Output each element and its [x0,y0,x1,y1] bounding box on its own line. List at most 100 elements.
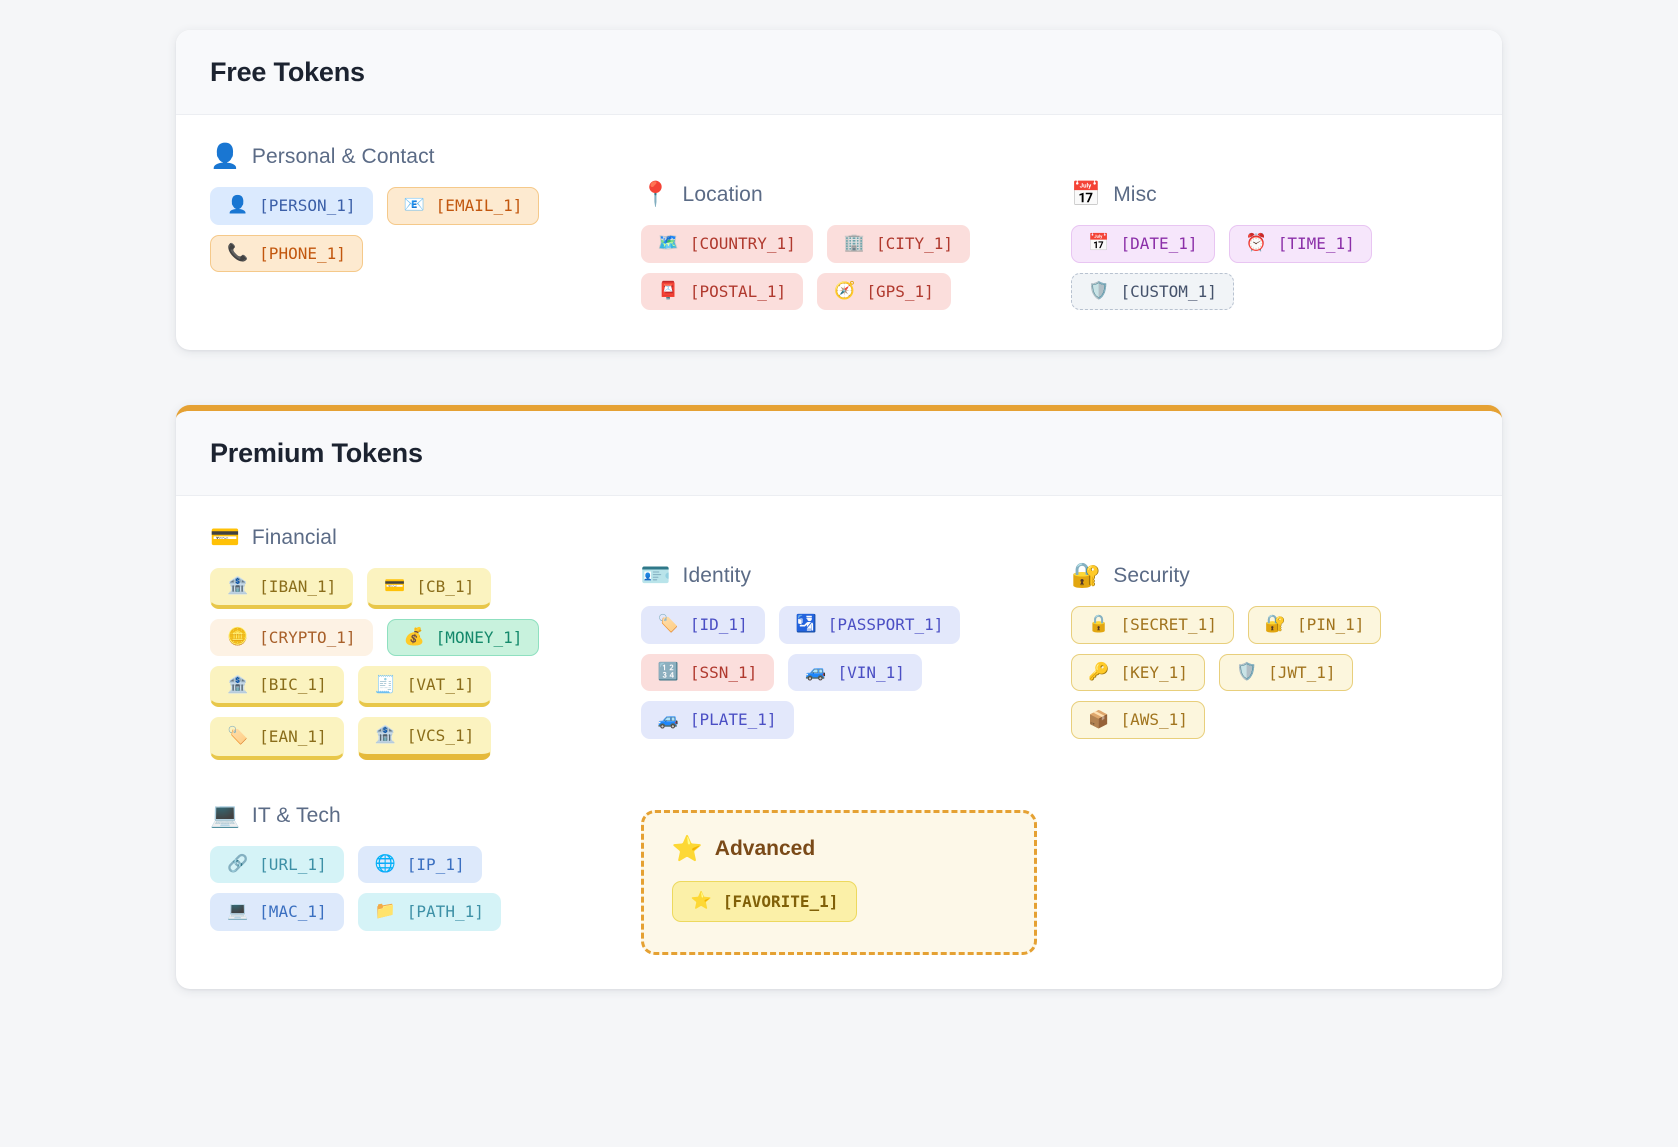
token-pill[interactable]: 🏢[CITY_1] [826,225,971,263]
token-group-label: Identity [682,564,752,588]
advanced-title: Advanced [714,837,816,861]
token-label: [URL_1] [259,854,327,874]
token-pill[interactable]: 🔒[SECRET_1] [1071,606,1234,644]
token-list: 🗺️[COUNTRY_1] 🏢[CITY_1] 📮 [POSTAL_1] 🧭[GPS_1… [640,225,1038,311]
token-pill[interactable]: 🏦[BIC_1] [210,666,344,707]
token-pill[interactable]: 🧭[GPS_1] [817,272,951,311]
token-pill[interactable]: 💰[MONEY_1] [386,618,540,657]
token-label: [KEY_1] [1120,662,1188,682]
key-icon: 🔑 [1088,662,1110,683]
token-label: [PLATE_1] [689,710,777,730]
token-group-label: Location [682,183,763,206]
token-group-header: 👤Personal & Contact [210,145,607,169]
token-pill[interactable]: 🏷️[EAN_1] [210,716,344,760]
laptop-icon: 💻 [210,801,240,829]
token-pill[interactable]: 🛡️[JWT_1] [1218,653,1353,692]
id-card-icon: 🪪 [640,562,671,590]
token-reference-page: Free Tokens 👤Personal & Contact👤[PERSON_… [176,30,1502,956]
token-pill[interactable]: 📅[DATE_1] [1071,225,1215,263]
folder-icon: 📁 [374,901,396,922]
token-label: [VIN_1] [837,662,905,682]
token-label: [PERSON_1] [259,196,356,215]
person-icon: 👤 [227,195,249,216]
token-pill[interactable]: 🛂[PASSPORT_1] [778,606,961,644]
token-label: [FAVORITE_1] [722,891,839,911]
token-group-header: 💻 IT & Tech [210,801,607,829]
token-group-label: Personal & Contact [251,145,435,168]
credit-card-icon: 💳 [384,576,406,597]
token-pill[interactable]: 🔢[SSN_1] [640,653,775,692]
token-group: 🪪 Identity 🏷️[ID_1] 🛂[PASSPORT_1]🔢[SSN_1] 🚙[… [640,562,1038,759]
token-pill[interactable]: ⏰[TIME_1] [1228,225,1372,263]
token-group: 💻 IT & Tech 🔗 [URL_1] 🌐[IP_1] 💻[MAC_1] 📁[PATH_… [210,801,607,931]
star-icon: ⭐ [671,834,703,863]
token-pill[interactable]: 🗺️[COUNTRY_1] [640,225,813,263]
token-label: [POSTAL_1] [689,281,787,301]
token-pill[interactable]: 🔐 [PIN_1] [1247,606,1382,644]
numbers-icon: 🔢 [657,662,679,683]
token-label: [MONEY_1] [435,627,523,647]
token-label: [CUSTOM_1] [1120,281,1217,301]
advanced-tokens-box: ⭐ Advanced ⭐[FAVORITE_1] [640,809,1038,956]
token-pill[interactable]: 💳 [CB_1] [367,568,492,609]
token-pill[interactable]: 📁[PATH_1] [357,893,501,931]
token-list: 🔒[SECRET_1] 🔐 [PIN_1] 🔑 [KEY_1] 🛡️[JWT_1] 📦[AW… [1071,606,1468,739]
token-pill[interactable]: 👤 [PERSON_1] [210,187,373,225]
token-label: [AWS_1] [1120,710,1188,730]
token-pill[interactable]: 🪙 [CRYPTO_1] [210,618,373,657]
token-label: [TIME_1] [1277,234,1355,253]
advanced-header: ⭐ Advanced [671,834,1007,863]
token-group-label: Financial [251,526,337,550]
token-label: [PASSPORT_1] [827,615,944,635]
token-group-label: Security [1113,564,1190,588]
lock-with-key-icon: 🔐 [1264,614,1286,635]
token-pill[interactable]: 📮 [POSTAL_1] [640,272,804,311]
token-pill[interactable]: 🏦[VCS_1] [357,716,492,760]
token-label: [PHONE_1] [259,243,346,263]
advanced-token-list: ⭐[FAVORITE_1] [671,880,1007,923]
token-pill[interactable]: 🚙[PLATE_1] [640,701,794,739]
token-label: [JWT_1] [1268,662,1336,682]
calendar-icon: 📅 [1071,181,1102,208]
token-group-header: 🔐 Security [1071,564,1468,588]
token-pill[interactable]: 📧[EMAIL_1] [386,187,540,225]
token-group: 📅Misc📅[DATE_1]⏰[TIME_1]🛡️[CUSTOM_1] [1071,181,1468,311]
token-pill[interactable]: 📞[PHONE_1] [210,234,363,273]
bank-icon: 🏦 [374,725,396,746]
map-pin-icon: 📍 [640,181,671,208]
lock-with-key-icon: 🔐 [1071,562,1102,590]
free-tokens-body: 👤Personal & Contact 👤 [PERSON_1] 📧[EMAIL_1]… [176,115,1502,350]
token-pill[interactable]: 💻[MAC_1] [210,893,344,931]
token-label: [CRYPTO_1] [259,627,356,647]
postbox-icon: 📮 [657,280,679,301]
token-pill[interactable]: 🚙[VIN_1] [788,653,922,692]
premium-tokens-header: Premium Tokens [176,411,1502,497]
bank-icon: 🏦 [227,576,249,597]
token-group: 👤Personal & Contact 👤 [PERSON_1] 📧[EMAIL_1]… [210,145,607,310]
token-label: [VAT_1] [406,675,475,695]
token-pill[interactable]: 🔗 [URL_1] [210,845,344,884]
free-tokens-card: Free Tokens 👤Personal & Contact👤[PERSON_… [176,30,1502,351]
coin-icon: 🪙 [227,627,249,648]
token-label: [PIN_1] [1297,615,1365,635]
token-label: [ID_1] [689,615,748,635]
token-pill[interactable]: 📦[AWS_1] [1071,701,1205,739]
token-pill[interactable]: 🏷️[ID_1] [640,606,765,644]
receipt-icon: 🧾 [374,674,396,695]
token-pill[interactable]: 🏦[IBAN_1] [210,568,354,609]
token-pill[interactable]: 🛡️[CUSTOM_1] [1071,272,1234,311]
calendar-icon: 📅 [1088,233,1110,254]
globe-icon: 🌐 [374,853,396,874]
token-label: [CB_1] [416,577,475,597]
lock-icon: 🔒 [1088,614,1110,635]
group-it-and-tech: 💻 IT & Tech 🔗 [URL_1] 🌐[IP_1] 💻[MAC_1] 📁[PATH_… [210,801,607,956]
token-pill[interactable]: 🔑 [KEY_1] [1071,653,1205,692]
token-pill[interactable]: 🧾 [VAT_1] [357,666,492,707]
token-group-label: IT & Tech [251,803,341,827]
token-pill[interactable]: ⭐[FAVORITE_1] [671,880,858,923]
token-label: [CITY_1] [875,234,954,253]
token-list: 🔗 [URL_1] 🌐[IP_1] 💻[MAC_1] 📁[PATH_1] [210,845,607,931]
link-icon: 🔗 [227,853,249,874]
laptop-icon: 💻 [227,901,249,922]
token-pill[interactable]: 🌐[IP_1] [357,845,482,884]
